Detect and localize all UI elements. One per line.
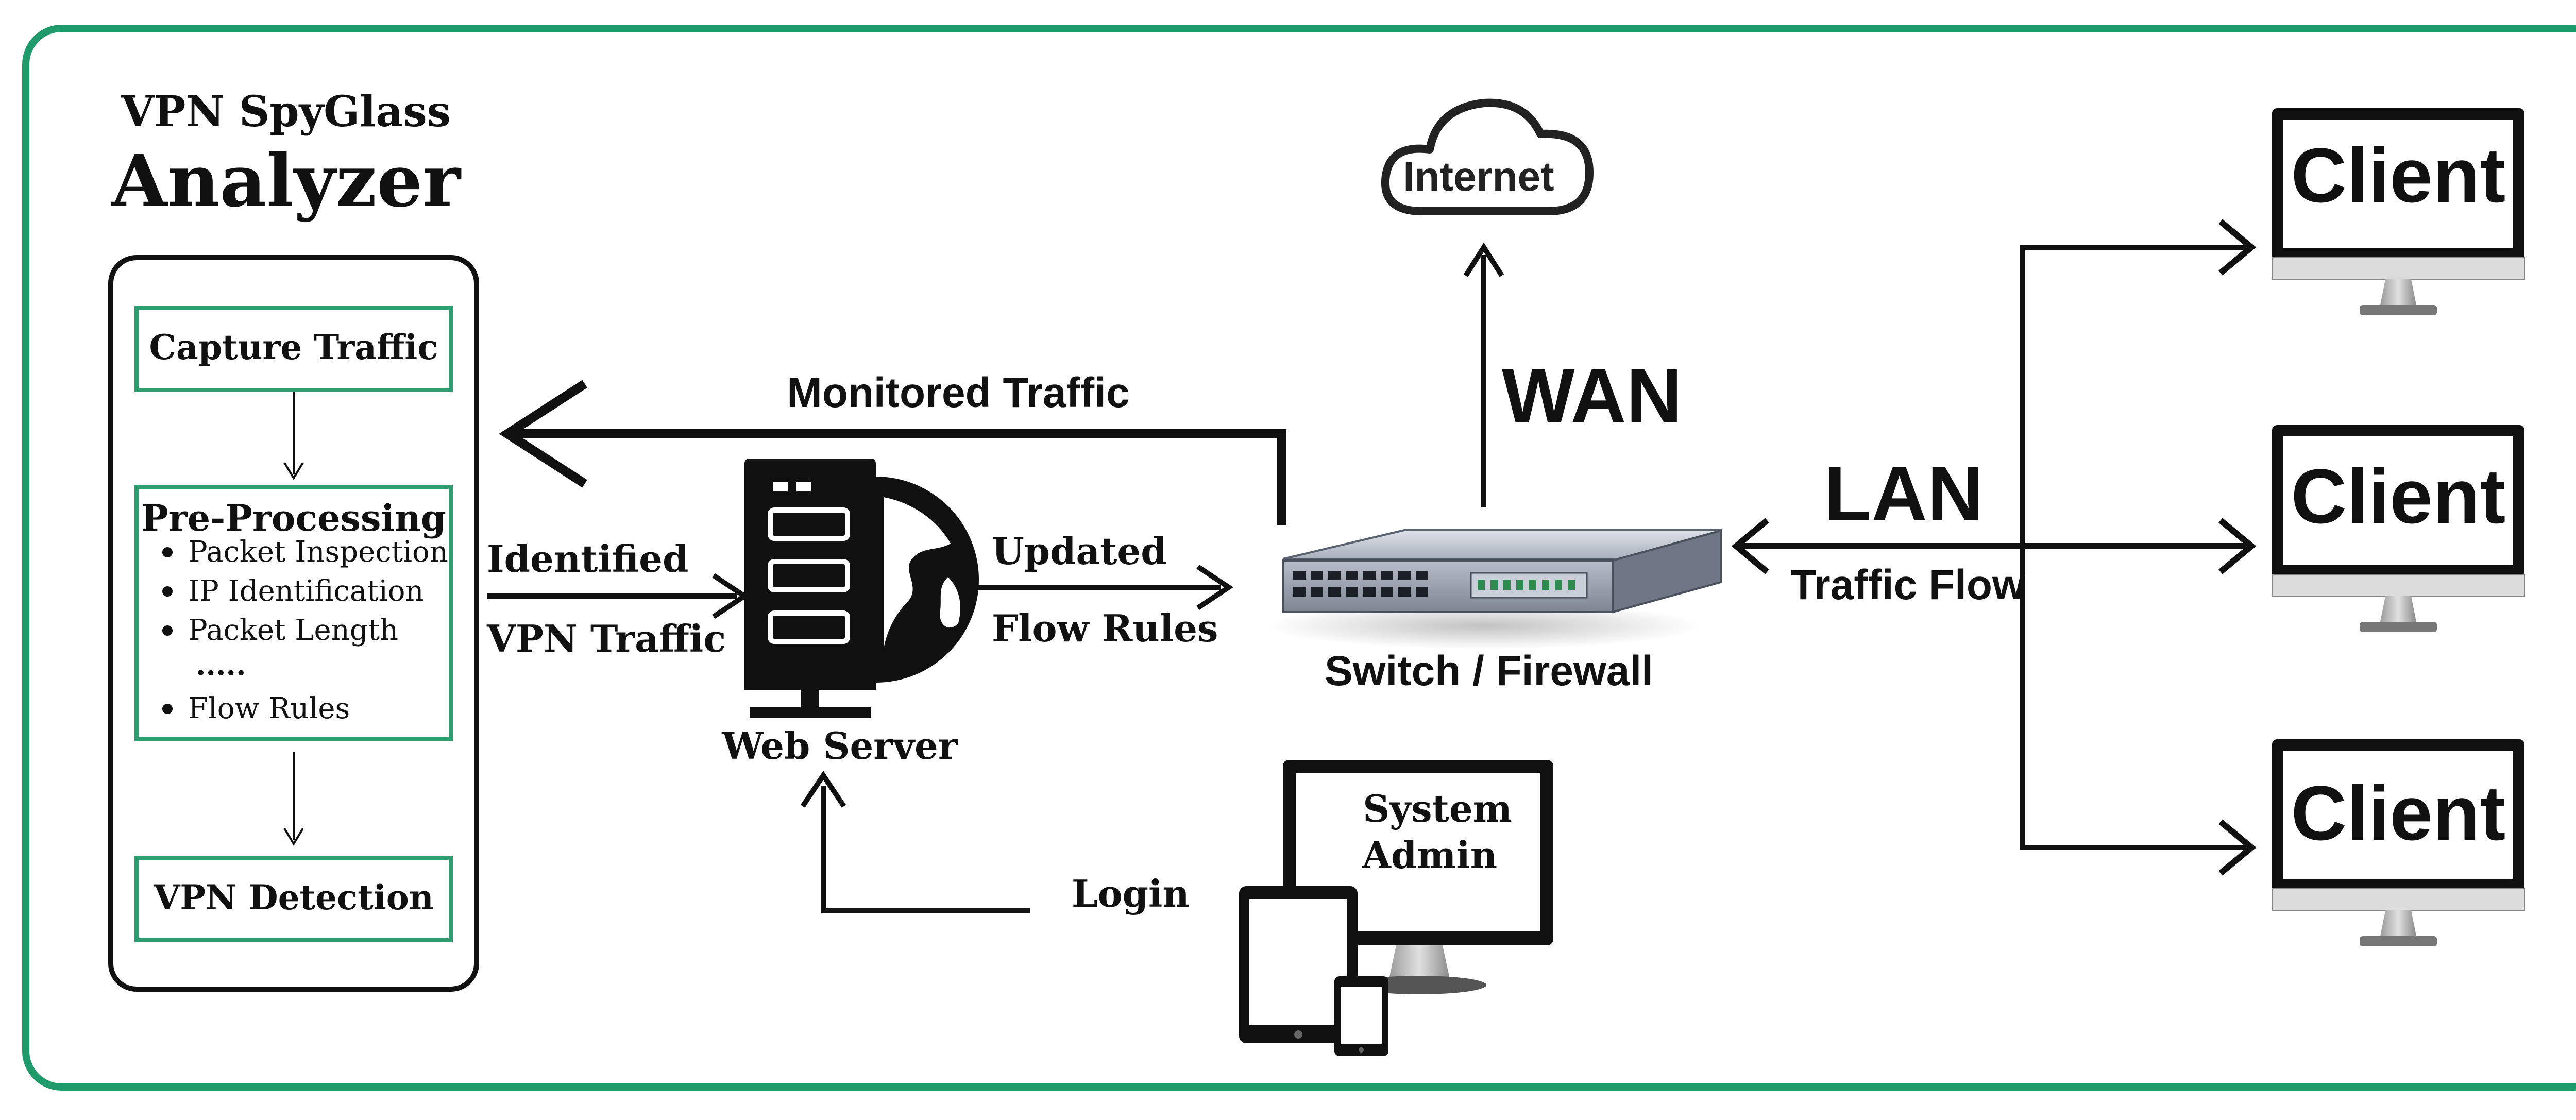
wan-arrowhead <box>1463 242 1504 277</box>
preprocessing-heading: Pre-Processing <box>141 497 446 539</box>
phone-icon <box>1334 976 1388 1056</box>
capture-traffic-label: Capture Traffic <box>149 327 438 367</box>
switch-icon <box>1267 529 1722 649</box>
title-line1: VPN SpyGlass <box>121 87 451 137</box>
preprocessing-item: Flow Rules <box>188 692 350 725</box>
updated-label-1: Updated <box>992 529 1167 573</box>
sysadmin-label-2: Admin <box>1362 833 1497 877</box>
client-label-1: Client <box>2291 132 2506 218</box>
client-monitor-1 <box>2272 108 2525 315</box>
client-label-2: Client <box>2291 453 2506 539</box>
lan-branch-bottom-arrowhead <box>2218 819 2257 876</box>
monitored-traffic-arrowhead <box>499 380 587 488</box>
lan-branch-top-arrowhead <box>2218 219 2257 276</box>
lan-arrowhead-right <box>2218 518 2257 574</box>
vpn-detection-box <box>134 856 453 942</box>
arrowhead-capture-to-preprocess <box>283 462 304 480</box>
cloud-icon <box>1381 98 1594 215</box>
internet-label: Internet <box>1403 154 1554 199</box>
switch-label: Switch / Firewall <box>1325 648 1653 694</box>
globe-icon <box>876 477 979 683</box>
bullet-icon <box>162 586 173 597</box>
monitored-traffic-label: Monitored Traffic <box>787 369 1129 416</box>
login-arrow-line <box>821 786 1030 913</box>
login-arrowhead <box>800 770 846 808</box>
title-line2: Analyzer <box>110 139 462 224</box>
traffic-flow-label: Traffic Flow <box>1790 562 2025 608</box>
capture-traffic-box <box>134 306 453 392</box>
bullet-icon <box>162 625 173 636</box>
monitor-icon <box>1283 760 1553 994</box>
sysadmin-label-1: System <box>1363 787 1512 830</box>
login-label: Login <box>1072 872 1190 915</box>
client-monitor-3 <box>2272 739 2525 946</box>
bullet-icon <box>162 547 173 557</box>
lan-label: LAN <box>1824 450 1983 537</box>
wan-label: WAN <box>1502 352 1682 439</box>
bullet-icon <box>162 704 173 714</box>
preprocessing-list: Packet Inspection IP Identification Pack… <box>162 535 448 725</box>
monitored-traffic-line <box>510 429 1286 525</box>
vpn-detection-label: VPN Detection <box>153 877 434 918</box>
arrowhead-updated-rules <box>1196 564 1234 610</box>
preprocessing-item: IP Identification <box>188 574 424 608</box>
preprocessing-item: Packet Inspection <box>188 535 448 569</box>
preprocessing-item: Packet Length <box>188 614 398 647</box>
client-monitor-2 <box>2272 425 2525 632</box>
client-label-3: Client <box>2291 770 2506 856</box>
arrowhead-preprocess-to-detection <box>283 827 304 846</box>
preprocessing-ellipsis: ..... <box>196 648 246 682</box>
identified-label-1: Identified <box>487 537 688 581</box>
analyzer-panel <box>108 255 479 992</box>
preprocessing-box <box>134 485 453 741</box>
identified-label-2: VPN Traffic <box>486 617 726 660</box>
web-server-label: Web Server <box>721 724 958 768</box>
lan-arrowhead-left <box>1731 518 1769 574</box>
tablet-icon <box>1239 886 1358 1043</box>
updated-label-2: Flow Rules <box>992 606 1218 650</box>
server-icon <box>744 459 876 718</box>
